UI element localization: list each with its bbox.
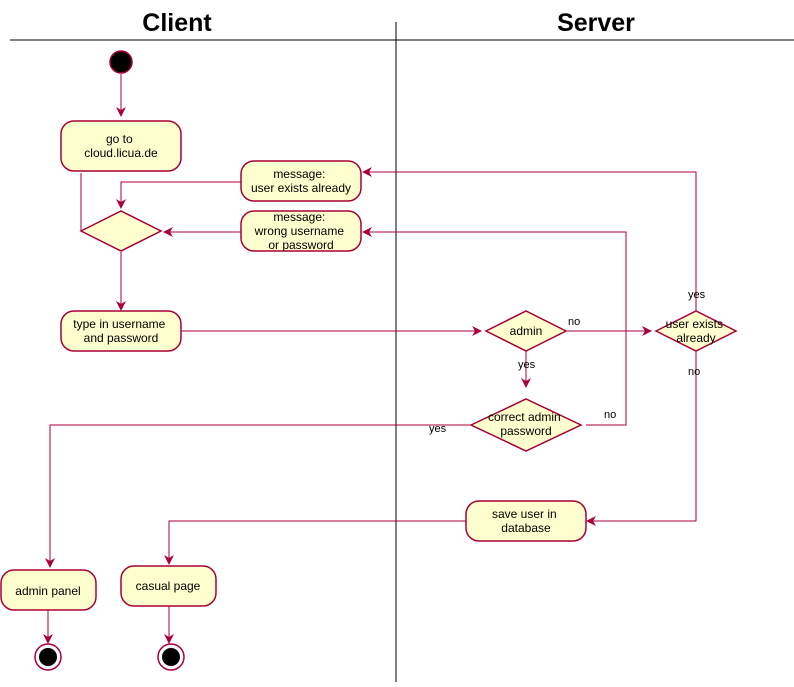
start-node xyxy=(109,50,133,74)
activity-save-user-label: save user in database xyxy=(492,507,560,535)
activity-type-credentials-label: type in username and password xyxy=(73,317,168,345)
guard-exists-no: no xyxy=(688,366,700,378)
end-node-admin xyxy=(34,643,62,671)
activity-message-user-exists: message: user exists already xyxy=(240,160,362,202)
activity-message-wrong-credentials-label: message: wrong username or password xyxy=(254,210,348,252)
edge-save-to-casual xyxy=(164,520,466,565)
decision-correct-password-label: correct admin password xyxy=(488,410,564,438)
activity-message-user-exists-label: message: user exists already xyxy=(251,167,351,195)
edge-pw-yes xyxy=(45,424,471,568)
activity-type-credentials: type in username and password xyxy=(60,310,182,352)
decision-admin-label: admin xyxy=(510,324,543,338)
activity-goto-label: go to cloud.licua.de xyxy=(84,132,158,160)
lane-title-client: Client xyxy=(142,9,212,37)
decision-correct-password: correct admin password xyxy=(469,398,583,452)
edge-exists-yes xyxy=(362,167,697,311)
activity-admin-panel: admin panel xyxy=(0,569,97,611)
activity-casual-page: casual page xyxy=(120,565,217,607)
edge-exists-no xyxy=(586,351,697,526)
guard-admin-no: no xyxy=(568,316,580,328)
edges xyxy=(43,74,697,644)
guard-exists-yes: yes xyxy=(688,289,706,301)
decision-admin: admin xyxy=(484,310,568,352)
activity-admin-panel-label: admin panel xyxy=(15,584,80,598)
activity-goto: go to cloud.licua.de xyxy=(60,120,182,172)
lane-title-server: Server xyxy=(557,9,635,37)
merge-diamond xyxy=(79,210,163,252)
edge-msg-exists-to-merge xyxy=(116,181,241,209)
guard-admin-yes: yes xyxy=(518,359,536,371)
guard-password-yes: yes xyxy=(429,423,447,435)
decision-user-exists-label: user exists already xyxy=(666,317,727,345)
end-node-casual xyxy=(157,643,185,671)
guard-password-no: no xyxy=(604,409,616,421)
edge-pw-no xyxy=(362,227,627,426)
activity-save-user: save user in database xyxy=(465,500,587,542)
decision-user-exists: user exists already xyxy=(654,310,738,352)
activity-message-wrong-credentials: message: wrong username or password xyxy=(240,210,362,252)
activity-casual-page-label: casual page xyxy=(136,579,201,593)
